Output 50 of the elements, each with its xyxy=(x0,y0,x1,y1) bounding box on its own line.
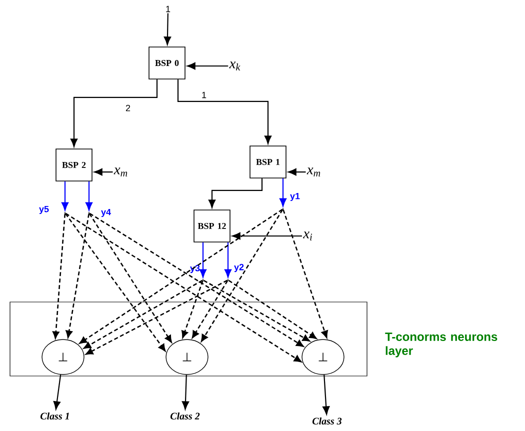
arrow xyxy=(203,280,310,342)
arrow xyxy=(164,13,172,46)
process-box: BSP 12 xyxy=(194,210,230,242)
arrow xyxy=(94,168,113,176)
arrow xyxy=(186,62,228,70)
input-variable: x$_{m}$ xyxy=(114,168,128,176)
arrow xyxy=(199,242,207,278)
process-box: BSP 1 xyxy=(250,146,286,178)
arrow xyxy=(89,212,304,347)
arrow xyxy=(182,280,204,338)
class-label: Class 3 xyxy=(312,417,342,425)
arrow xyxy=(65,212,302,362)
arrow xyxy=(52,214,66,339)
input-number: 1 xyxy=(166,6,170,12)
output-label: y1 xyxy=(290,192,300,202)
arrow xyxy=(228,280,317,340)
arrow xyxy=(79,208,283,344)
arrow xyxy=(182,374,190,410)
arrow xyxy=(70,79,158,148)
layer-label: T-conorms neurons layer xyxy=(385,332,498,358)
output-label: y4 xyxy=(101,208,111,218)
arrow xyxy=(200,209,284,342)
arrow xyxy=(84,280,203,349)
arrow xyxy=(232,232,302,240)
arrow xyxy=(224,242,232,278)
arrow xyxy=(53,374,62,410)
arrow xyxy=(66,214,90,338)
arrow xyxy=(279,178,287,207)
class-label: Class 1 xyxy=(40,412,69,420)
arrow xyxy=(177,79,272,144)
arrow xyxy=(88,213,172,343)
process-box: BSP 2 xyxy=(56,148,92,182)
arrow xyxy=(322,374,330,415)
process-box: BSP 0 xyxy=(148,46,186,80)
edge-label: 2 xyxy=(124,104,132,112)
arrow xyxy=(282,210,328,338)
arrow xyxy=(208,178,263,208)
output-label: y5 xyxy=(39,206,49,214)
arrow xyxy=(288,168,306,176)
input-variable: x$_{k}$ xyxy=(229,62,240,70)
edge-label: 1 xyxy=(200,90,208,100)
arrow xyxy=(85,181,93,211)
arrow xyxy=(64,213,166,352)
input-variable: x$_{i}$ xyxy=(303,232,312,240)
arrow xyxy=(86,280,228,355)
arrow xyxy=(61,181,69,211)
class-label: Class 2 xyxy=(170,412,200,420)
arrow xyxy=(192,280,228,338)
input-variable: x$_{m}$ xyxy=(306,168,320,176)
output-label: y2 xyxy=(234,264,244,272)
